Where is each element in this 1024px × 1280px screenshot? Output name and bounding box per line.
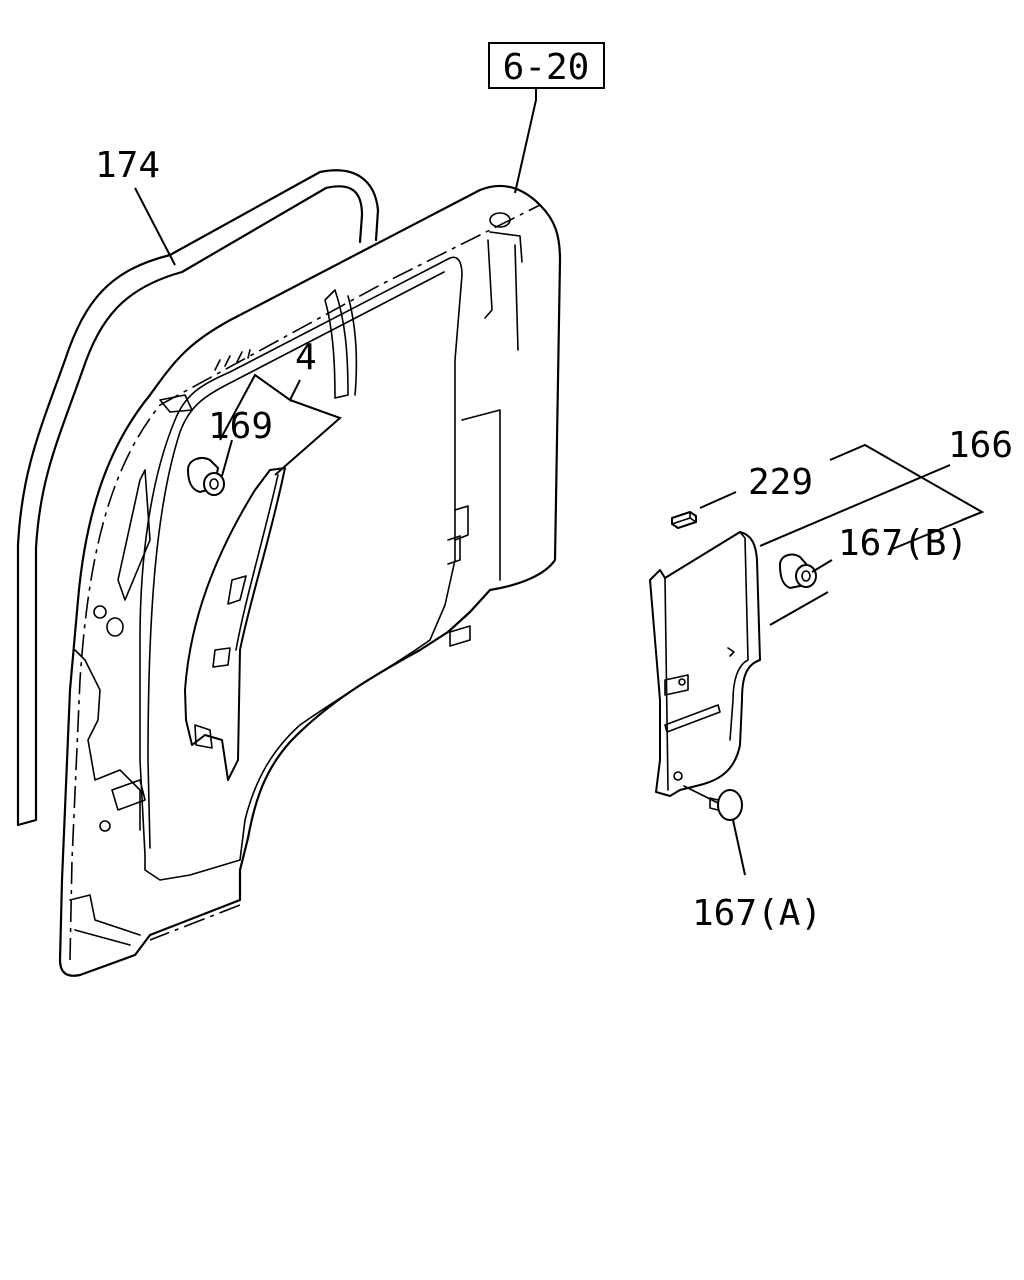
seal-229 <box>671 511 697 529</box>
ref-box-6-20: 6-20 <box>488 42 605 89</box>
label-169: 169 <box>208 406 273 447</box>
label-229: 229 <box>748 462 813 503</box>
label-167a: 167(A) <box>692 893 822 934</box>
label-174: 174 <box>95 145 160 186</box>
clip-167a <box>709 789 743 821</box>
clip-169 <box>187 457 225 496</box>
label-167b: 167(B) <box>838 523 968 564</box>
leader-lines <box>134 88 985 876</box>
weatherstrip-174 <box>16 169 380 827</box>
trim-panel-166 <box>649 531 761 797</box>
label-4: 4 <box>295 337 317 378</box>
label-166: 166 <box>948 425 1013 466</box>
clip-167b <box>779 553 817 589</box>
ref-box-label: 6-20 <box>503 47 590 88</box>
pillar-trim <box>184 467 286 781</box>
door-frame-4 <box>58 184 562 977</box>
